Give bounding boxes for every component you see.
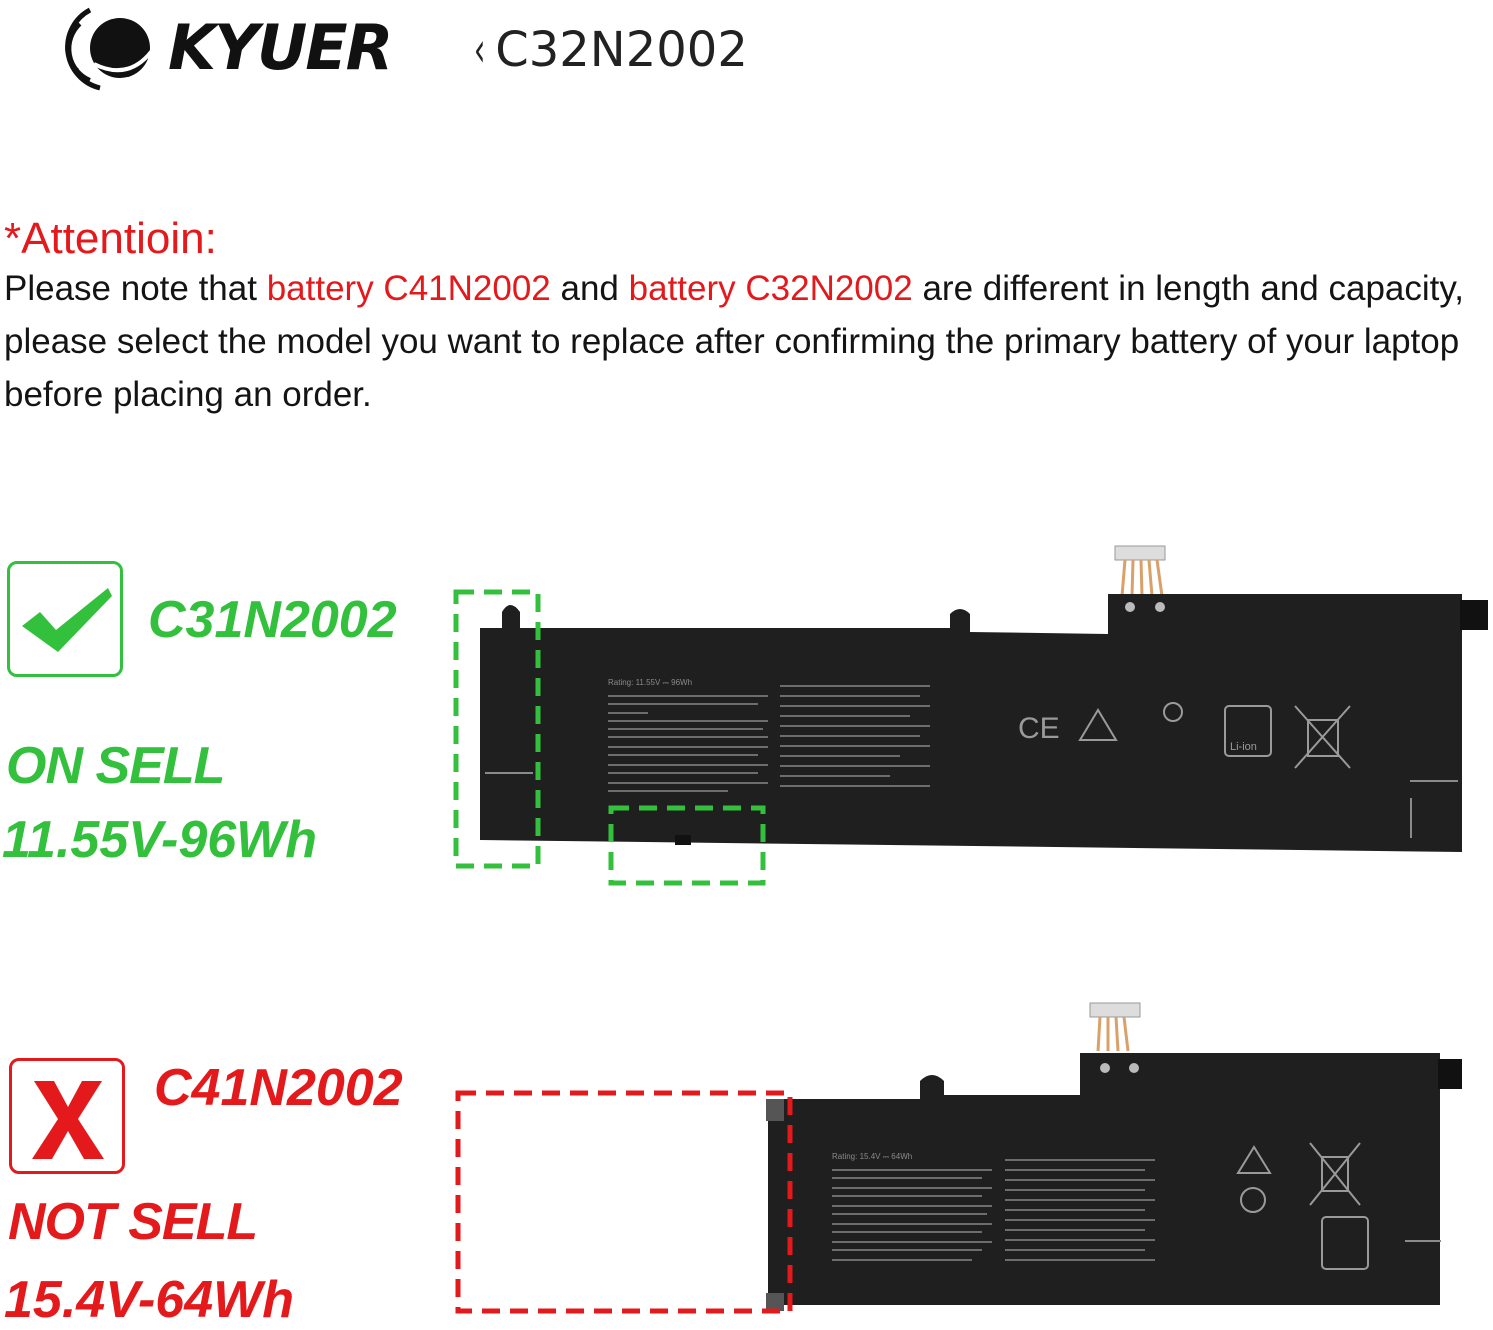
ok-spec: 11.55V-96Wh	[2, 811, 318, 869]
attention-battery-b: battery C32N2002	[628, 269, 913, 308]
battery-c31n2002-image: Rating: 11.55V ⎓ 96Wh CE Li-ion	[453, 545, 1488, 886]
x-box	[9, 1058, 125, 1174]
no-spec: 15.4V-64Wh	[4, 1271, 294, 1329]
li-ion-text: Li-ion	[1230, 741, 1257, 753]
attention-text-3: are different in length and capacity, pl…	[4, 269, 1465, 414]
attention-title: *Attentioin:	[4, 214, 217, 263]
header-model-text: C32N2002	[495, 22, 748, 78]
battery1-rating: Rating: 11.55V ⎓ 96Wh	[608, 678, 692, 687]
brand-name: KYUER	[168, 11, 393, 84]
ok-model-code: C31N2002	[148, 591, 397, 649]
check-box	[7, 561, 123, 677]
attention-battery-a: battery C41N2002	[266, 269, 551, 308]
attention-text-1: Please note that	[4, 269, 267, 308]
ok-status: ON SELL	[6, 737, 225, 795]
battery2-rating: Rating: 15.4V ⎓ 64Wh	[832, 1152, 912, 1161]
li-ion-icon	[1224, 705, 1272, 757]
recycle-5-icon	[1163, 702, 1183, 722]
ce-mark: CE	[1018, 712, 1060, 745]
brand-logo-icon	[65, 7, 156, 91]
attention-body: Please note that battery C41N2002 and ba…	[4, 262, 1489, 421]
no-status: NOT SELL	[8, 1193, 258, 1251]
check-icon	[22, 588, 112, 652]
chevron-left-icon: ‹	[473, 22, 486, 78]
bin-crossed-icon	[1294, 705, 1351, 769]
warning-icon	[1078, 708, 1118, 741]
battery-c41n2002-image: Rating: 15.4V ⎓ 64Wh	[455, 1002, 1462, 1314]
no-model-code: C41N2002	[154, 1059, 403, 1117]
x-icon	[32, 1081, 104, 1159]
attention-text-2: and	[550, 269, 629, 308]
header-model: ‹C32N2002	[470, 20, 748, 80]
